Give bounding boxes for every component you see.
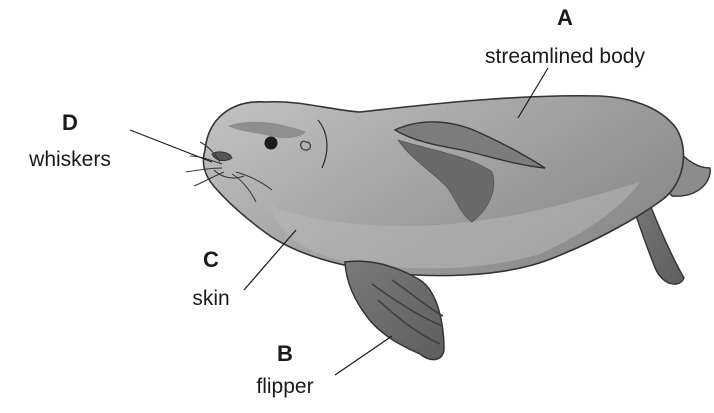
label-c-text: skin (192, 287, 229, 310)
seal-illustration (186, 96, 710, 360)
label-c-letter: C (203, 247, 219, 272)
leader-line-b (335, 336, 392, 375)
leader-line-d (130, 130, 212, 162)
eye (265, 137, 278, 150)
label-d-letter: D (62, 110, 78, 135)
label-b-letter: B (277, 341, 293, 366)
label-b-text: flipper (256, 375, 313, 398)
label-a-letter: A (557, 5, 573, 30)
label-a-text: streamlined body (485, 45, 645, 68)
leader-line-c (244, 230, 296, 290)
label-d-text: whiskers (28, 148, 111, 171)
